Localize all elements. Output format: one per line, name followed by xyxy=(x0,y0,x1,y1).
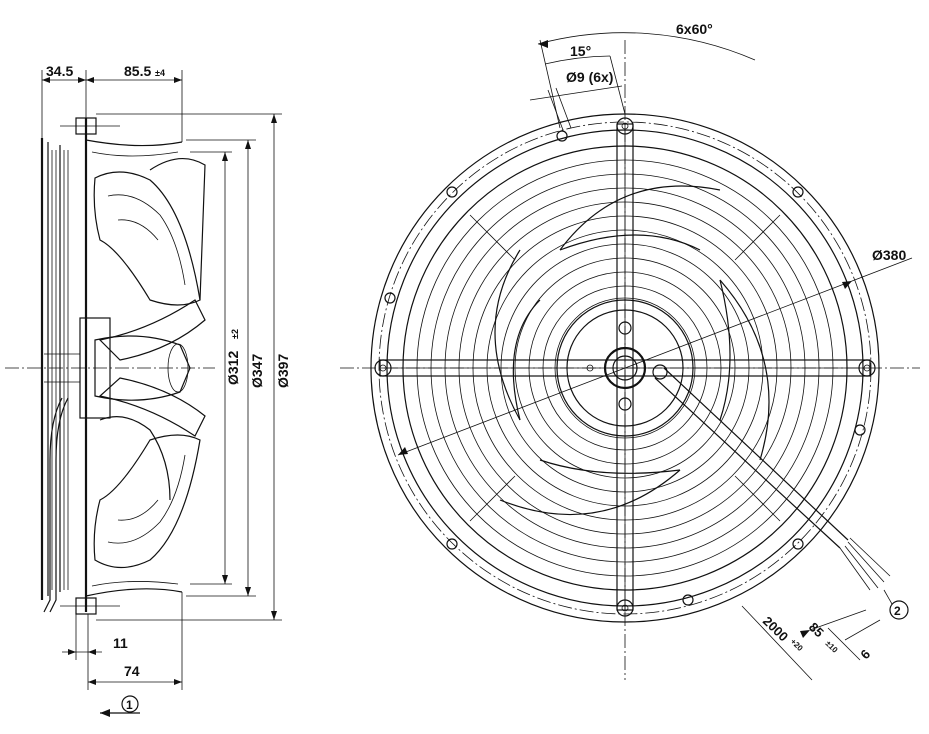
dia-312-tol: ±2 xyxy=(230,329,240,339)
cable-length-2000: 2000 xyxy=(760,613,791,644)
side-blades xyxy=(93,158,206,569)
dia-380: Ø380 xyxy=(872,247,906,263)
dim-74: 74 xyxy=(124,663,140,679)
hole-label: Ø9 (6x) xyxy=(566,69,613,85)
cable-length-2000-tol: +20 xyxy=(789,637,805,653)
angle-15: 15° xyxy=(570,43,591,59)
cable-strip-85-tol: ±10 xyxy=(824,639,840,655)
front-spokes xyxy=(469,214,781,522)
airflow-marker: 1 xyxy=(126,698,133,712)
dia-397: Ø397 xyxy=(275,354,291,388)
cable-strip-85: 85 xyxy=(806,619,827,640)
cable-marker: 2 xyxy=(894,604,901,618)
dim-34-5: 34.5 xyxy=(46,63,73,79)
dim-85-5-tol: ±4 xyxy=(155,68,165,78)
front-motor-hub xyxy=(556,299,694,437)
front-view: Ø380 6x60° 15° Ø9 (6x) 2000 +20 85 ±10 6… xyxy=(340,21,920,681)
dia-347: Ø347 xyxy=(249,354,265,388)
dim-85-5: 85.5 xyxy=(124,63,151,79)
front-blades xyxy=(494,185,770,516)
front-bolts xyxy=(374,117,876,617)
front-cable xyxy=(654,367,891,591)
angle-6x60: 6x60° xyxy=(676,21,713,37)
side-motor xyxy=(44,317,191,419)
dim-11: 11 xyxy=(113,635,128,651)
side-view: 34.5 85.5 ±4 Ø312 ±2 Ø347 Ø397 11 xyxy=(5,63,291,717)
mounting-holes xyxy=(384,130,866,606)
dia-312: Ø312 xyxy=(225,351,241,385)
